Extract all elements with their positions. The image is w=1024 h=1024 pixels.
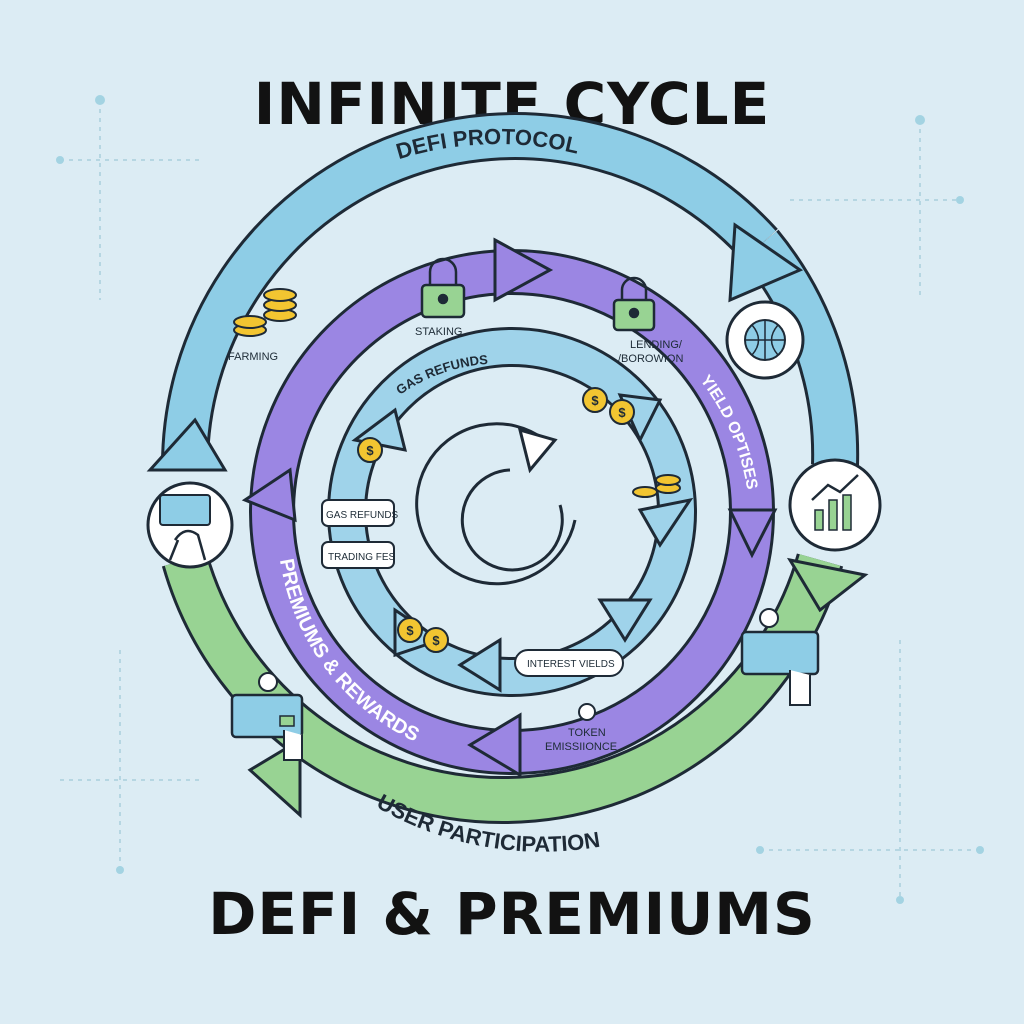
inner-ring-blue	[327, 327, 697, 697]
background-grid-lines	[60, 100, 980, 900]
svg-text:$: $	[591, 393, 599, 408]
arrow-head	[597, 598, 653, 643]
bar-chart-icon	[788, 458, 882, 552]
arrow-head	[457, 637, 502, 693]
svg-text:$: $	[406, 623, 414, 638]
page-subtitle: DEFI & PREMIUMS	[208, 880, 816, 948]
lock-icon	[612, 276, 656, 332]
svg-text:GAS REFUNDS: GAS REFUNDS	[326, 510, 399, 521]
lock-icon	[420, 257, 466, 319]
arrow-head	[146, 417, 228, 472]
label-token: TOKEN	[568, 727, 606, 739]
arrow-head	[728, 222, 804, 303]
middle-ring-purple	[241, 237, 778, 778]
coins-stack-icon	[233, 288, 297, 337]
svg-text:$: $	[618, 405, 626, 420]
svg-text:TRADING FES: TRADING FES	[328, 552, 396, 563]
interest-yields-pill: INTEREST VIELDS	[514, 649, 624, 677]
trading-fees-bubble: TRADING FES	[321, 541, 396, 569]
cycle-icon	[415, 422, 577, 586]
svg-text:$: $	[432, 633, 440, 648]
label-emission: EMISSIIONCE	[545, 741, 617, 753]
arrow-head	[786, 557, 869, 613]
svg-text:INTEREST VIELDS: INTEREST VIELDS	[527, 659, 615, 670]
label-lending: LENDING/	[630, 339, 683, 351]
payment-card-icon	[230, 672, 304, 761]
arrow-head	[493, 237, 554, 303]
arrow-head	[637, 497, 694, 548]
card-hand-icon	[146, 481, 234, 569]
background-dots	[56, 95, 984, 904]
arrow-head	[241, 467, 297, 523]
card-settings-icon	[740, 608, 820, 706]
globe-icon	[725, 300, 805, 380]
arrow-head	[467, 712, 522, 778]
dollar-coin-icon	[357, 387, 681, 653]
gas-refunds-bubble: GAS REFUNDS	[321, 499, 399, 527]
outer-ring-blue	[146, 112, 860, 472]
label-staking: STAKING	[415, 326, 462, 338]
user-icon	[578, 703, 596, 721]
label-farming: FARMING	[228, 351, 278, 363]
arrow-head	[727, 508, 778, 559]
svg-text:$: $	[366, 443, 374, 458]
label-borrowing: /BOROWION	[618, 353, 683, 365]
coin-symbols: $ $ $ $ $	[366, 393, 626, 648]
